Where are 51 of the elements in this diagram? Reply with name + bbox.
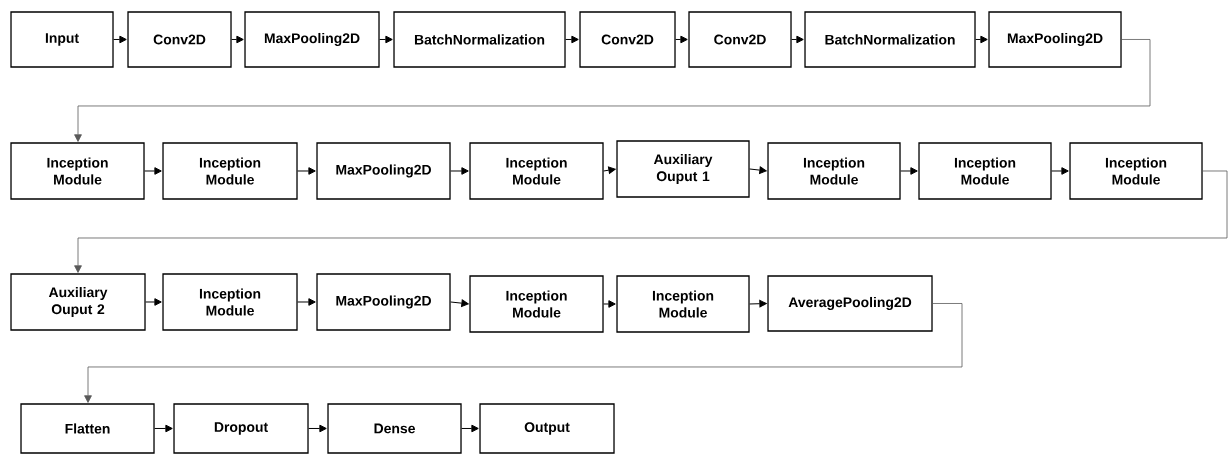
layer-box: Conv2D bbox=[127, 11, 232, 68]
arrow bbox=[749, 299, 767, 308]
layer-box: MaxPooling2D bbox=[244, 11, 380, 68]
layer-box: Conv2D bbox=[688, 11, 792, 68]
layer-box: Inception Module bbox=[469, 142, 604, 200]
arrow bbox=[154, 424, 173, 433]
layer-box: Input bbox=[10, 11, 114, 68]
layer-box: Output bbox=[479, 403, 615, 454]
arrow bbox=[144, 167, 162, 175]
arrow bbox=[113, 35, 127, 44]
arrow bbox=[231, 35, 244, 44]
layer-box: Inception Module bbox=[1069, 142, 1203, 200]
layer-box: BatchNormalization bbox=[393, 11, 566, 68]
arrow bbox=[297, 298, 316, 306]
arrow bbox=[297, 167, 316, 175]
layer-box: Inception Module bbox=[767, 142, 901, 200]
layer-box: Auxiliary Ouput 1 bbox=[616, 140, 750, 198]
layer-box: Dropout bbox=[173, 403, 309, 454]
arrow bbox=[74, 170, 1228, 273]
arrow bbox=[900, 167, 918, 175]
arrow bbox=[450, 167, 469, 175]
layer-box: Inception Module bbox=[469, 275, 604, 333]
arrow bbox=[1051, 167, 1069, 175]
layer-box: Inception Module bbox=[918, 142, 1052, 200]
layer-box: Auxiliary Ouput 2 bbox=[10, 273, 146, 331]
layer-box: Flatten bbox=[20, 403, 155, 454]
arrow bbox=[379, 35, 393, 44]
layer-box: Conv2D bbox=[579, 11, 676, 68]
arrow bbox=[461, 424, 479, 433]
layer-box: Dense bbox=[327, 403, 462, 454]
arrow bbox=[84, 303, 963, 403]
arrow bbox=[450, 299, 469, 307]
arrow bbox=[74, 39, 1151, 142]
layer-box: BatchNormalization bbox=[804, 11, 976, 68]
layer-box: MaxPooling2D bbox=[316, 273, 451, 331]
arrow bbox=[308, 424, 327, 433]
layer-box: AveragePooling2D bbox=[767, 275, 933, 332]
arrow bbox=[975, 35, 988, 44]
layer-box: Inception Module bbox=[10, 142, 145, 200]
arrow bbox=[791, 35, 804, 44]
layer-box: MaxPooling2D bbox=[316, 142, 451, 200]
arrow bbox=[145, 298, 162, 306]
arrow bbox=[603, 166, 616, 174]
arrow bbox=[675, 35, 688, 44]
layer-box: Inception Module bbox=[162, 273, 298, 331]
layer-box: Inception Module bbox=[162, 142, 298, 200]
layer-box: Inception Module bbox=[616, 275, 750, 333]
layer-box: MaxPooling2D bbox=[988, 11, 1122, 68]
arrow bbox=[603, 300, 616, 308]
arrow bbox=[749, 166, 767, 174]
arrow bbox=[565, 35, 579, 44]
